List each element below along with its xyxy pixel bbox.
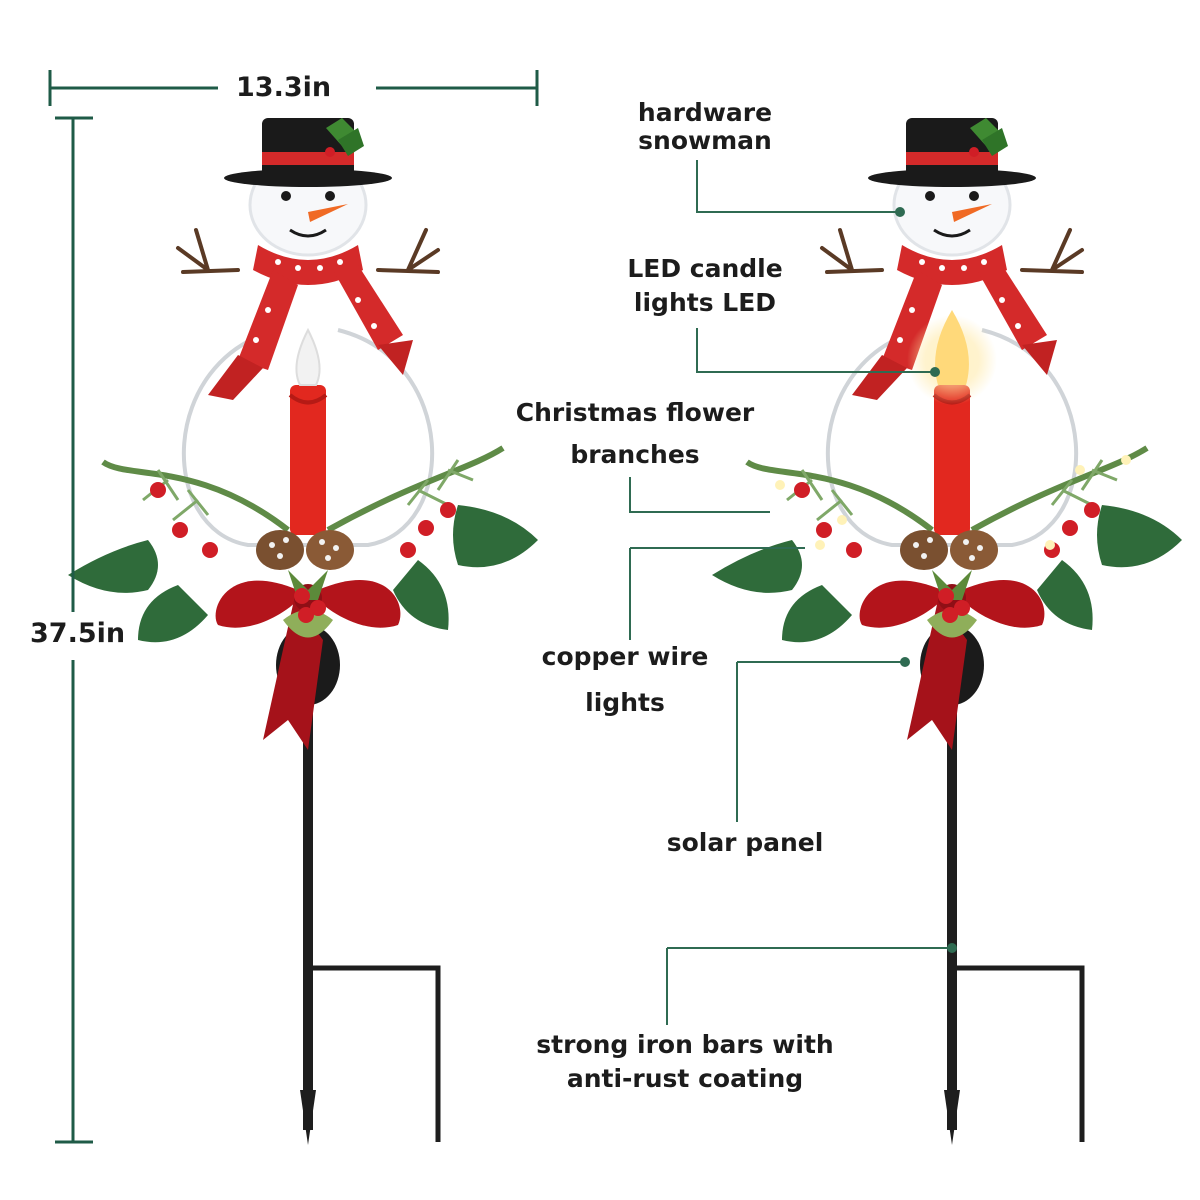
callout-line: anti-rust coating — [566, 1064, 804, 1093]
callout-line: lights LED — [633, 288, 777, 317]
callout-line: solar panel — [666, 828, 824, 857]
callout-solar-panel: solar panel — [655, 826, 835, 860]
height-label: 37.5in — [30, 618, 126, 649]
callout-line: Christmas flower — [515, 398, 755, 427]
callout-led-candle: LED candle lights LED — [585, 252, 825, 320]
callout-dots — [895, 207, 957, 953]
callout-leader-lines — [629, 160, 952, 1025]
callout-line: copper wire — [541, 642, 709, 671]
height-dimension-line — [55, 116, 93, 1144]
callout-line: LED candle — [627, 254, 783, 283]
callout-line: hardware — [637, 98, 773, 127]
callout-copper-wire: copper wire lights — [520, 640, 730, 720]
width-dimension-line — [48, 70, 539, 106]
callout-hardware-snowman: hardware snowman — [590, 96, 820, 158]
callout-line: strong iron bars with — [536, 1030, 834, 1059]
callout-line: branches — [570, 440, 700, 469]
callout-line: snowman — [638, 126, 772, 155]
callout-line: lights — [585, 688, 665, 717]
width-label: 13.3in — [236, 72, 332, 103]
callout-iron-bars: strong iron bars with anti-rust coating — [530, 1028, 840, 1096]
callout-flower-branches: Christmas flower branches — [505, 396, 765, 472]
snowman-stake-light-plain — [68, 118, 538, 1145]
